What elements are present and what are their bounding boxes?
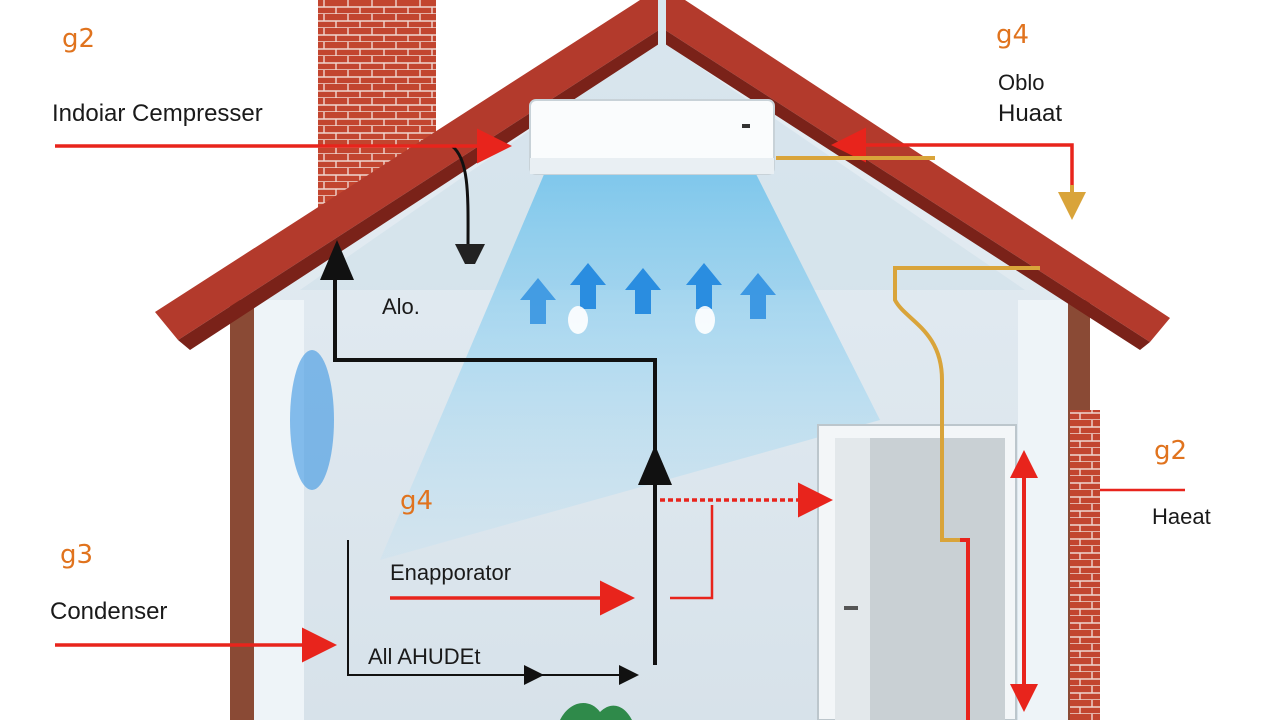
left-wall-inner (254, 300, 304, 720)
gold-down-arrow (1058, 192, 1086, 220)
drain-pipe (450, 144, 470, 251)
label-air-bottom: All AHUDEt (368, 644, 481, 669)
label-code-top-right: g4 (996, 20, 1030, 50)
left-wall (230, 300, 254, 720)
label-heat: Haeat (1152, 504, 1211, 529)
loop-up-arrow-left (320, 240, 354, 280)
plant-icon (560, 702, 632, 720)
label-code-top-left: g2 (62, 24, 96, 54)
cool-air-arrows (520, 263, 776, 334)
label-condenser: Condenser (50, 598, 168, 625)
label-code-right: g2 (1154, 436, 1188, 466)
label-code-mid: g4 (400, 486, 434, 516)
cool-spot (290, 350, 334, 490)
drain-outlet-icon (455, 244, 485, 264)
label-huat: Huaat (998, 100, 1063, 127)
label-code-left: g3 (60, 540, 94, 570)
label-indoor-compressor: Indoiar Cempresser (52, 100, 263, 127)
right-brick-column (1070, 410, 1100, 720)
cool-air-beam (380, 172, 880, 560)
door (817, 424, 1017, 720)
label-evaporator: Enapporator (390, 560, 512, 585)
label-air-short: Alo. (382, 294, 420, 319)
refrigerant-loop (333, 250, 657, 665)
right-wall-inner (1018, 300, 1068, 720)
loop-up-arrow-center (638, 445, 672, 485)
vertical-double-arrow-bottom (1010, 684, 1038, 712)
vertical-double-arrow-top (1010, 450, 1038, 478)
ac-indoor-unit (529, 99, 775, 175)
label-oblo: Oblo (998, 70, 1045, 95)
